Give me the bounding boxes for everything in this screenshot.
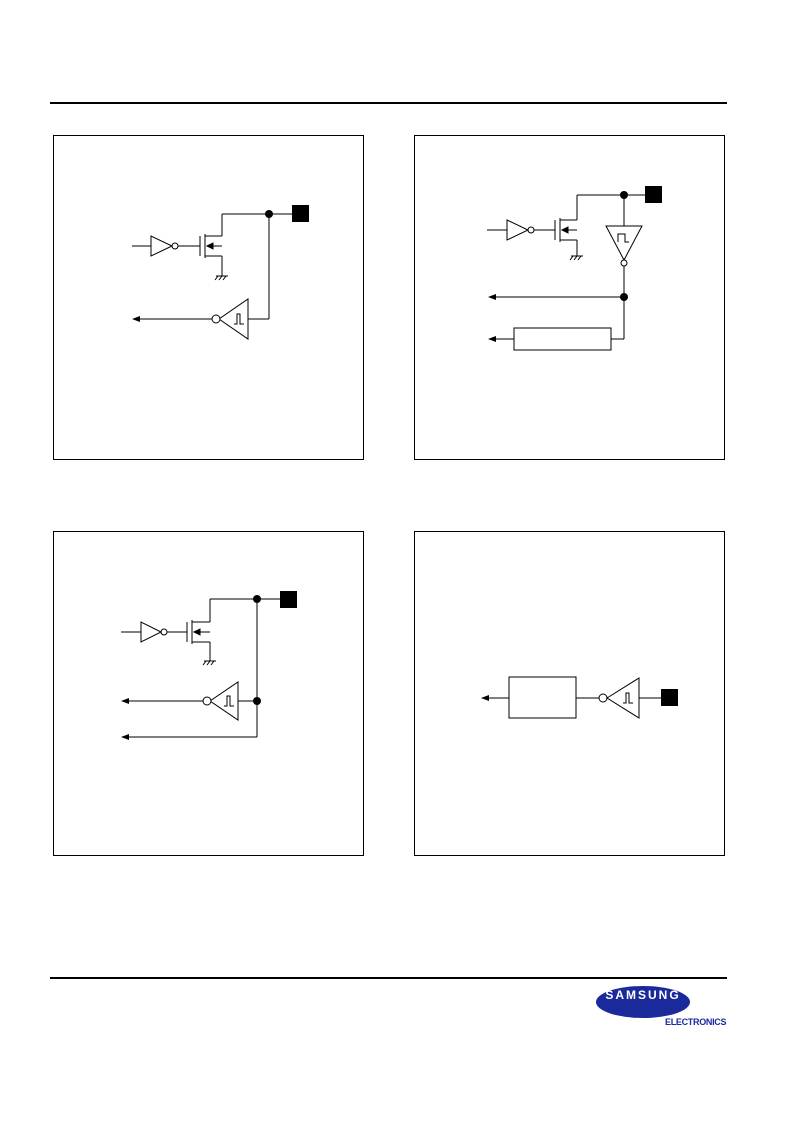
circuit-diagram-a <box>132 205 309 340</box>
brand-sub-text: ELECTRONICS <box>665 1017 727 1027</box>
circuit-panel-c <box>53 531 364 856</box>
circuit-panel-a <box>53 135 364 460</box>
circuit-diagram-c <box>121 591 297 740</box>
header-rule <box>50 102 727 104</box>
brand-logo-text: SAMSUNG <box>605 988 681 1002</box>
circuit-panel-b <box>414 135 725 460</box>
circuit-diagram-b <box>487 186 662 351</box>
circuit-panel-d <box>414 531 725 856</box>
samsung-logo <box>596 986 690 1018</box>
footer-rule <box>50 977 727 979</box>
circuit-diagram-d <box>481 676 678 719</box>
